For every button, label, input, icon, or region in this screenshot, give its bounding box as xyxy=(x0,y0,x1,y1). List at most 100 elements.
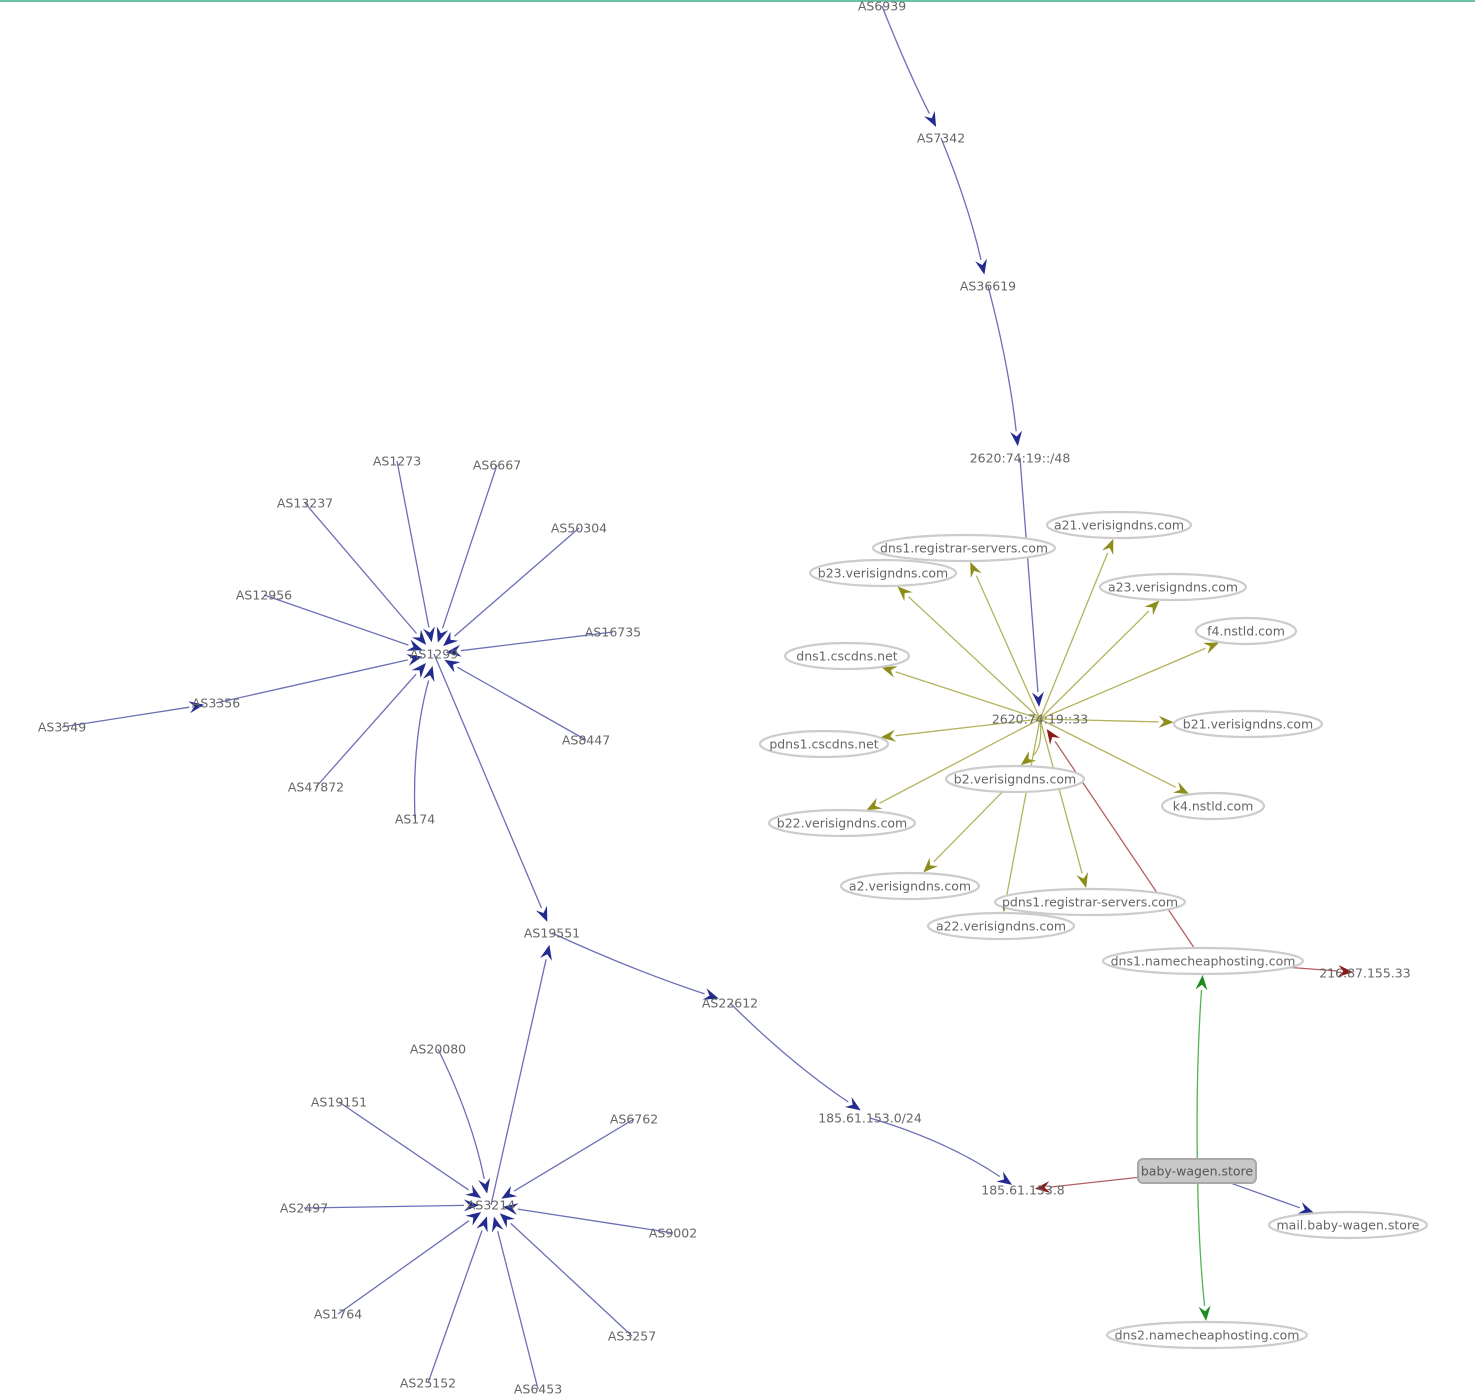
node-ip_216[interactable]: 216.87.155.33 xyxy=(1319,966,1410,981)
node-as9002[interactable]: AS9002 xyxy=(649,1226,697,1241)
node-dns2nc[interactable]: dns2.namecheaphosting.com xyxy=(1105,1320,1309,1350)
edge-root-to-dns2nc xyxy=(1197,1181,1211,1321)
node-as20080[interactable]: AS20080 xyxy=(410,1042,466,1057)
node-as22612[interactable]: AS22612 xyxy=(702,996,758,1011)
edge-ip_2620_33-to-a23 xyxy=(1039,600,1160,720)
edge-as8447-to-as1299 xyxy=(444,659,587,741)
edge-as50304-to-as1299 xyxy=(443,527,580,647)
node-pdns1rs[interactable]: pdns1.registrar-servers.com xyxy=(993,887,1187,917)
node-pdns1csc[interactable]: pdns1.cscdns.net xyxy=(758,729,890,759)
node-as16735[interactable]: AS16735 xyxy=(585,625,641,640)
node-label: AS1299 xyxy=(410,647,458,662)
edge-arrowhead xyxy=(1034,1181,1051,1193)
node-as36619[interactable]: AS36619 xyxy=(960,279,1016,294)
node-as8447[interactable]: AS8447 xyxy=(562,733,610,748)
edge-arrowhead xyxy=(406,639,423,651)
node-as25152[interactable]: AS25152 xyxy=(400,1376,456,1391)
node-as13237[interactable]: AS13237 xyxy=(277,496,333,511)
node-mail[interactable]: mail.baby-wagen.store xyxy=(1267,1210,1429,1240)
edge-as22612-to-pfx_185_24 xyxy=(729,1002,861,1111)
node-ip_185_8[interactable]: 185.61.153.8 xyxy=(981,1183,1065,1198)
edge-arrowhead xyxy=(445,644,462,657)
node-as2497[interactable]: AS2497 xyxy=(280,1201,328,1216)
node-label: k4.nstld.com xyxy=(1173,799,1254,814)
node-pfx_185_24[interactable]: 185.61.153.0/24 xyxy=(818,1111,922,1126)
edge-as7342-to-as36619 xyxy=(940,137,987,275)
node-label: b23.verisigndns.com xyxy=(818,566,948,581)
node-as6453[interactable]: AS6453 xyxy=(514,1382,562,1397)
node-as174[interactable]: AS174 xyxy=(395,812,435,827)
node-a22[interactable]: a22.verisigndns.com xyxy=(926,911,1076,941)
node-b21[interactable]: b21.verisigndns.com xyxy=(1172,709,1324,739)
node-b22[interactable]: b22.verisigndns.com xyxy=(767,808,917,838)
node-label: dns2.namecheaphosting.com xyxy=(1115,1328,1300,1343)
edge-arrowhead xyxy=(478,1177,491,1194)
node-label: AS1273 xyxy=(373,454,421,469)
edge-ip_2620_33-to-a21 xyxy=(1039,538,1114,720)
edge-line xyxy=(304,502,417,634)
node-as19551[interactable]: AS19551 xyxy=(524,926,580,941)
node-a2[interactable]: a2.verisigndns.com xyxy=(839,871,981,901)
edge-as3549-to-as3356 xyxy=(61,701,205,728)
node-f4[interactable]: f4.nstld.com xyxy=(1194,616,1298,646)
node-label: a22.verisigndns.com xyxy=(936,919,1066,934)
node-as19151[interactable]: AS19151 xyxy=(311,1095,367,1110)
node-label: AS6762 xyxy=(610,1112,658,1127)
edge-as1299-to-as19551 xyxy=(433,653,548,922)
node-outline xyxy=(1101,946,1305,976)
node-as6939[interactable]: AS6939 xyxy=(858,0,906,14)
edge-line xyxy=(215,659,408,704)
node-as7342[interactable]: AS7342 xyxy=(917,131,965,146)
node-a21[interactable]: a21.verisigndns.com xyxy=(1045,510,1193,540)
node-as1764[interactable]: AS1764 xyxy=(314,1307,362,1322)
edge-line xyxy=(453,527,580,637)
node-as3356[interactable]: AS3356 xyxy=(192,696,240,711)
node-dns1cscdns[interactable]: dns1.cscdns.net xyxy=(783,641,911,671)
edge-as2497-to-as3214 xyxy=(303,1199,479,1212)
edge-line xyxy=(869,1117,1001,1178)
node-b23[interactable]: b23.verisigndns.com xyxy=(808,558,958,588)
node-ip_2620_33[interactable]: 2620:74:19::33 xyxy=(992,712,1088,727)
node-as6762[interactable]: AS6762 xyxy=(610,1112,658,1127)
node-label: a23.verisigndns.com xyxy=(1108,580,1238,595)
node-outline xyxy=(926,911,1076,941)
node-as1299[interactable]: AS1299 xyxy=(410,647,458,662)
edge-arrowhead xyxy=(436,626,449,643)
node-as1273[interactable]: AS1273 xyxy=(373,454,421,469)
node-as3214[interactable]: AS3214 xyxy=(467,1198,515,1213)
node-dns1rs[interactable]: dns1.registrar-servers.com xyxy=(871,533,1057,563)
edge-as47872-to-as1299 xyxy=(315,663,426,788)
node-k4[interactable]: k4.nstld.com xyxy=(1160,791,1266,821)
node-a23[interactable]: a23.verisigndns.com xyxy=(1098,572,1248,602)
node-label: f4.nstld.com xyxy=(1207,624,1285,639)
edge-line xyxy=(1054,741,1196,950)
edge-line xyxy=(1197,1181,1206,1307)
node-label: AS2497 xyxy=(280,1201,328,1216)
node-as47872[interactable]: AS47872 xyxy=(288,780,344,795)
edge-as6939-to-as7342 xyxy=(881,5,937,127)
node-b2[interactable]: b2.verisigndns.com xyxy=(944,764,1086,794)
edge-arrowhead xyxy=(1010,430,1023,447)
node-as50304[interactable]: AS50304 xyxy=(551,521,607,536)
edge-ip_2620_33-to-pdns1rs xyxy=(1039,718,1088,888)
edge-line xyxy=(427,1230,483,1384)
edge-as3356-to-as1299 xyxy=(215,654,423,704)
nodes-layer: AS6939AS7342AS366192620:74:19::/482620:7… xyxy=(38,0,1429,1397)
node-as6667[interactable]: AS6667 xyxy=(473,458,521,473)
edge-arrowhead xyxy=(536,905,548,922)
node-as12956[interactable]: AS12956 xyxy=(236,588,292,603)
node-dns1nc[interactable]: dns1.namecheaphosting.com xyxy=(1101,946,1305,976)
edge-ip_2620_33-to-dns1cscdns xyxy=(881,666,1041,720)
edge-arrowhead xyxy=(1195,975,1208,991)
node-root[interactable]: baby-wagen.store xyxy=(1137,1158,1257,1184)
edge-arrowhead xyxy=(1297,1202,1314,1214)
node-pfx_2620_48[interactable]: 2620:74:19::/48 xyxy=(970,451,1071,466)
node-label: a2.verisigndns.com xyxy=(849,879,971,894)
node-as3549[interactable]: AS3549 xyxy=(38,720,86,735)
node-outline xyxy=(767,808,917,838)
node-as3257[interactable]: AS3257 xyxy=(608,1329,656,1344)
node-label: dns1.registrar-servers.com xyxy=(880,541,1048,556)
node-label: AS47872 xyxy=(288,780,344,795)
edge-as6762-to-as3214 xyxy=(501,1118,635,1199)
